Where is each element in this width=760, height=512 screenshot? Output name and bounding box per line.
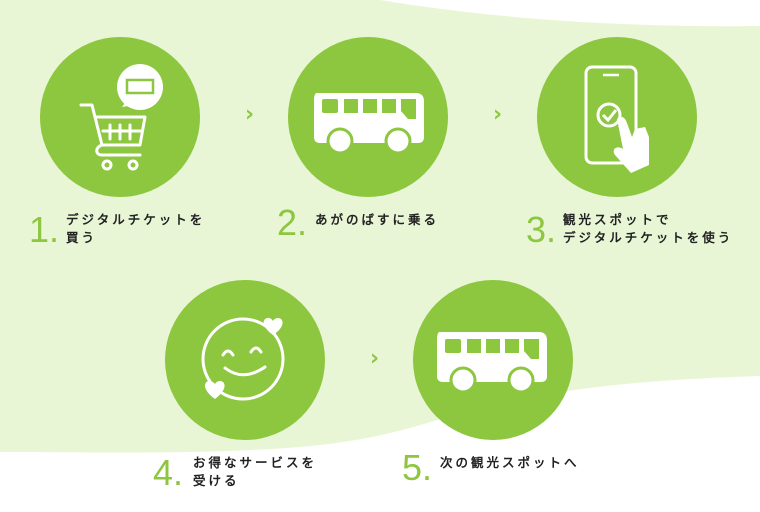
- next-arrow: ›: [493, 102, 503, 127]
- step-3-number: 3.: [526, 209, 557, 250]
- step-5-label: 次の観光スポットへ: [440, 454, 580, 472]
- step-4-label-line: お得なサービスを: [193, 455, 318, 470]
- step-4-circle: [165, 280, 325, 440]
- step-1-label-line: 買う: [66, 230, 98, 245]
- step-5-circle: [413, 280, 573, 440]
- smiley-hearts-icon: [201, 317, 285, 401]
- step-5-label-line: 次の観光スポットへ: [440, 455, 580, 470]
- shopping-cart-ticket-icon: [79, 64, 163, 171]
- step-1-label-line: デジタルチケットを: [66, 212, 206, 227]
- step-2-number: 2.: [277, 202, 308, 243]
- step-2-label-line: あがのばすに乗る: [315, 212, 440, 227]
- step-1-circle: [40, 37, 200, 197]
- step-4-label-line: 受ける: [193, 473, 240, 488]
- step-4-number: 4.: [153, 452, 184, 493]
- step-2-circle: [288, 37, 448, 197]
- next-arrow: ›: [245, 102, 255, 127]
- bus-icon: [314, 93, 424, 155]
- step-5-number: 5.: [402, 447, 433, 488]
- step-3-circle: [537, 37, 697, 197]
- step-1-label: デジタルチケットを 買う: [66, 211, 205, 247]
- smartphone-tap-icon: [584, 65, 649, 173]
- step-2-label: あがのばすに乗る: [315, 211, 439, 229]
- bus-icon: [437, 332, 547, 394]
- step-3-label-line: 観光スポットで: [563, 212, 672, 227]
- step-1-number: 1.: [29, 209, 60, 250]
- step-4-label: お得なサービスを 受ける: [193, 454, 317, 490]
- step-3-label-line: デジタルチケットを使う: [563, 230, 734, 245]
- next-arrow: ›: [370, 346, 380, 371]
- step-3-label: 観光スポットで デジタルチケットを使う: [563, 211, 733, 247]
